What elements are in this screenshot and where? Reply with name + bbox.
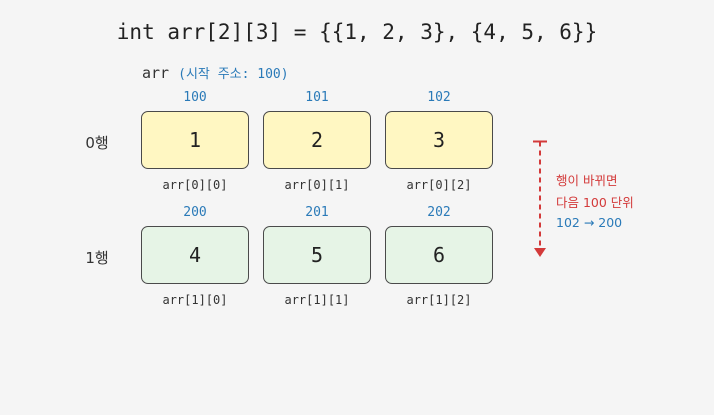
array-name: arr bbox=[142, 64, 170, 82]
cell-address: 201 bbox=[305, 205, 329, 220]
start-address-hint: (시작 주소: 100) bbox=[178, 67, 289, 82]
address-jump-note: 102 → 200 bbox=[556, 215, 623, 230]
cell-address: 200 bbox=[183, 205, 207, 220]
row-label-1: 1행 bbox=[85, 249, 109, 267]
cell-index: arr[1][1] bbox=[284, 293, 350, 307]
cell-index: arr[0][2] bbox=[406, 178, 472, 192]
cell-address: 102 bbox=[427, 90, 451, 105]
dashed-down-arrow-icon bbox=[533, 140, 547, 257]
array-declaration: int arr[2][3] = {{1, 2, 3}, {4, 5, 6}} bbox=[116, 20, 598, 44]
cell-index: arr[1][0] bbox=[162, 293, 228, 307]
array-cell: 4 bbox=[141, 226, 249, 284]
array-cell: 5 bbox=[263, 226, 371, 284]
row-change-note: 행이 바뀌면 bbox=[556, 173, 618, 188]
array-cell: 2 bbox=[263, 111, 371, 169]
cell-address: 101 bbox=[305, 90, 329, 105]
cell-address: 100 bbox=[183, 90, 207, 105]
row-label-0: 0행 bbox=[85, 134, 109, 152]
array-cell: 6 bbox=[385, 226, 493, 284]
row-change-note: 다음 100 단위 bbox=[556, 195, 634, 210]
cell-index: arr[0][0] bbox=[162, 178, 228, 192]
cell-index: arr[0][1] bbox=[284, 178, 350, 192]
array-cell: 1 bbox=[141, 111, 249, 169]
array-cell: 3 bbox=[385, 111, 493, 169]
cell-address: 202 bbox=[427, 205, 451, 220]
cell-index: arr[1][2] bbox=[406, 293, 472, 307]
array-label: arr (시작 주소: 100) bbox=[142, 63, 289, 82]
